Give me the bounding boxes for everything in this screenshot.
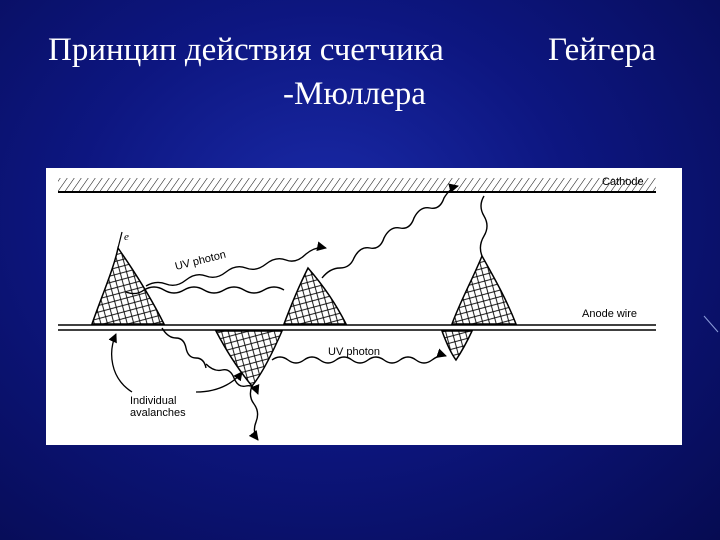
slide-corner-mark [703,315,719,333]
uv-photon-lower-label: UV photon [328,346,380,358]
photon-paths [125,183,488,441]
slide-title: Принцип действия счетчика Гейгера -Мюлле… [0,0,720,120]
avalanche-4 [214,330,284,388]
avalanches-label-line2: avalanches [130,407,186,419]
anode-label: Anode wire [582,308,637,320]
title-part-2: Гейгера [548,32,656,68]
avalanche-pointer-1 [108,333,133,393]
avalanche-3 [450,254,518,325]
title-part-1: Принцип действия счетчика [48,32,444,68]
avalanche-5 [440,330,474,362]
electron-label: e [124,231,129,243]
avalanches-label-line1: Individual [130,395,176,407]
cathode [58,178,656,193]
avalanche-2 [282,266,348,325]
geiger-muller-diagram: Cathode Anode wire e [46,168,682,445]
title-part-3: -Мюллера [283,76,426,112]
uv-photon-upper-label: UV photon [174,249,227,273]
electron-track [117,231,123,249]
avalanche-1 [90,246,166,325]
anode-wire [58,324,656,331]
avalanche-pointer-2 [195,371,243,393]
diagram-svg: Cathode Anode wire e [58,176,656,441]
cathode-label: Cathode [602,176,644,188]
